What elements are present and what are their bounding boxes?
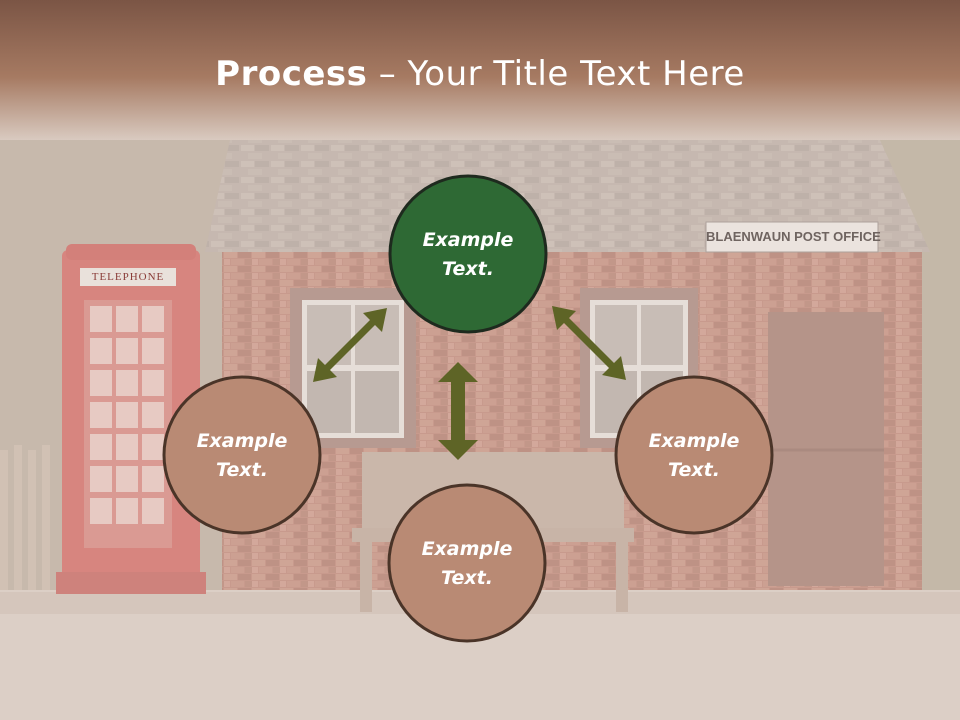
node-left-line2: Text.	[216, 459, 268, 481]
arrow-top-right	[552, 306, 626, 380]
title-dash: –	[367, 54, 408, 94]
node-top-line1: Example	[422, 229, 514, 251]
node-left-circle[interactable]	[162, 375, 322, 535]
arrow-vertical	[438, 362, 478, 460]
node-right-line1: Example	[648, 430, 740, 452]
slide-title: Process – Your Title Text Here	[0, 54, 960, 94]
title-bold: Process	[215, 54, 368, 94]
node-bottom-line2: Text.	[441, 567, 493, 589]
title-rest: Your Title Text Here	[407, 54, 745, 94]
node-bottom-circle[interactable]	[387, 483, 547, 643]
node-bottom-line1: Example	[421, 538, 513, 560]
red-telephone-box	[56, 244, 206, 594]
node-left-line1: Example	[196, 430, 288, 452]
node-left-text: Example Text.	[164, 427, 320, 485]
node-right-line2: Text.	[668, 459, 720, 481]
node-right-text: Example Text.	[616, 427, 772, 485]
picket-fence	[0, 445, 50, 590]
node-top-circle[interactable]	[388, 174, 548, 334]
node-right-circle[interactable]	[614, 375, 774, 535]
node-bottom-text: Example Text.	[389, 535, 545, 593]
post-office-sign: BLAENWAUN POST OFFICE	[706, 229, 881, 244]
title-band	[0, 0, 960, 140]
arrow-top-left	[313, 308, 387, 382]
node-top-text: Example Text.	[390, 226, 546, 284]
telephone-sign: TELEPHONE	[91, 271, 165, 283]
node-top-line2: Text.	[442, 258, 494, 280]
